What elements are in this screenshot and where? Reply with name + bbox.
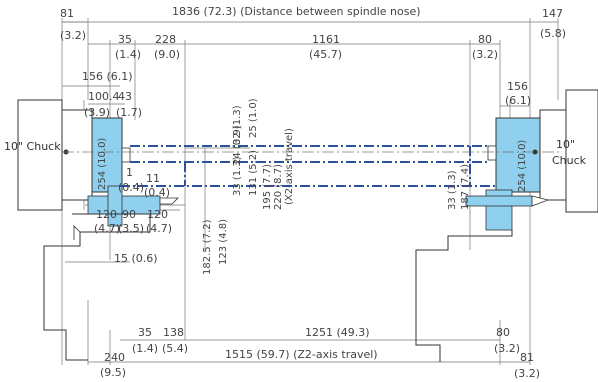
dim-240: 240 bbox=[104, 351, 125, 364]
dim-80-bottom-in: (3.2) bbox=[494, 342, 520, 355]
dim-81-bottom: 81 bbox=[520, 351, 534, 364]
dim-35-in: (1.4) bbox=[115, 48, 141, 61]
dim-156-right-in: (6.1) bbox=[505, 94, 531, 107]
right-workpiece-fixture bbox=[495, 117, 541, 193]
dim-43: 43 bbox=[118, 90, 132, 103]
dim-228: 228 bbox=[155, 33, 176, 46]
dim-182: 182.5 (7.2) bbox=[202, 219, 213, 275]
right-turret bbox=[415, 189, 550, 362]
dim-138-in: (5.4) bbox=[162, 342, 188, 355]
chuck-labels: 10" Chuck 10" Chuck bbox=[4, 138, 587, 167]
dim-24: 24 (0.9) bbox=[232, 125, 243, 165]
dim-90: 90 bbox=[122, 208, 136, 221]
dim-1251: 1251 (49.3) bbox=[305, 326, 370, 339]
dim-80-bottom: 80 bbox=[496, 326, 510, 339]
top-dimensions: 81 (3.2) 1836 (72.3) (Distance between s… bbox=[60, 5, 566, 119]
dim-80-top-in: (3.2) bbox=[472, 48, 498, 61]
dim-131: 131 (5.2) bbox=[248, 150, 259, 196]
dim-120-b-in: (4.7) bbox=[146, 222, 172, 235]
dim-80-top: 80 bbox=[478, 33, 492, 46]
dim-1515: 1515 (59.7) (Z2-axis travel) bbox=[225, 348, 378, 361]
dim-15: 15 (0.6) bbox=[114, 252, 158, 265]
dim-11: 11 bbox=[146, 172, 160, 185]
dim-156-right: 156 bbox=[507, 80, 528, 93]
dim-228-in: (9.0) bbox=[154, 48, 180, 61]
dim-100: 100.4 bbox=[88, 90, 120, 103]
dim-123: 123 (4.8) bbox=[218, 219, 229, 265]
dim-total: 1836 (72.3) (Distance between spindle no… bbox=[172, 5, 421, 18]
dim-120-a: 120 bbox=[96, 208, 117, 221]
dim-33: 33 (1.3) bbox=[232, 156, 243, 196]
dim-1161-in: (45.7) bbox=[309, 48, 342, 61]
dim-81-top: 81 bbox=[60, 7, 74, 20]
right-chuck-label-name: Chuck bbox=[552, 154, 587, 167]
right-chuck bbox=[487, 89, 598, 213]
dim-1161: 1161 bbox=[312, 33, 340, 46]
dimension-lines bbox=[61, 18, 559, 365]
left-chuck bbox=[17, 99, 131, 211]
dim-147-in: (5.8) bbox=[540, 27, 566, 40]
dim-25: 25 (1.0) bbox=[248, 98, 259, 138]
left-chuck-label: 10" Chuck bbox=[4, 140, 61, 153]
dim-187: 187 (7.4) bbox=[460, 164, 471, 210]
dim-254-left: 254 (10.0) bbox=[97, 138, 108, 190]
dim-240-in: (9.5) bbox=[100, 366, 126, 379]
dim-35: 35 bbox=[118, 33, 132, 46]
dim-90-in: (3.5) bbox=[118, 222, 144, 235]
dim-220: 220 (8.7) bbox=[273, 164, 284, 210]
dim-11-in: (0.4) bbox=[144, 186, 170, 199]
dim-35-bottom: 35 bbox=[138, 326, 152, 339]
dim-120-a-in: (4.7) bbox=[94, 222, 120, 235]
right-chuck-label-size: 10" bbox=[556, 138, 575, 151]
vertical-dimensions: 254 (10.0) 254 (10.0) 182.5 (7.2) 123 (4… bbox=[97, 98, 528, 275]
dim-81-bottom-in: (3.2) bbox=[514, 367, 540, 380]
dim-120-b: 120 bbox=[147, 208, 168, 221]
dim-195: 195 (7.7) bbox=[262, 164, 273, 210]
dim-254-right: 254 (10.0) bbox=[517, 140, 528, 192]
dim-43-in: (1.7) bbox=[116, 106, 142, 119]
x2-axis-travel: (X2-axis travel) bbox=[284, 128, 295, 205]
left-turret bbox=[43, 185, 179, 361]
dim-138: 138 bbox=[163, 326, 184, 339]
dim-81-top-in: (3.2) bbox=[60, 29, 86, 42]
left-workpiece-fixture bbox=[91, 117, 123, 193]
dim-32: 32 (1.3) bbox=[232, 105, 243, 145]
axis-travel-lines bbox=[120, 145, 498, 187]
dim-1: 1 bbox=[126, 166, 133, 179]
dim-100-in: (3.9) bbox=[84, 106, 110, 119]
dim-156-left: 156 (6.1) bbox=[82, 70, 133, 83]
dim-147: 147 bbox=[542, 7, 563, 20]
bottom-dimensions: 35 (1.4) 138 (5.4) 1251 (49.3) 80 (3.2) … bbox=[100, 326, 540, 380]
dim-33-right: 33 (1.3) bbox=[447, 170, 458, 210]
middle-dimensions: 1 (0.4) 11 (0.4) 120 (4.7) 90 (3.5) 120 … bbox=[94, 166, 172, 265]
dim-1-in: (0.4) bbox=[118, 181, 144, 194]
dim-35-bottom-in: (1.4) bbox=[132, 342, 158, 355]
